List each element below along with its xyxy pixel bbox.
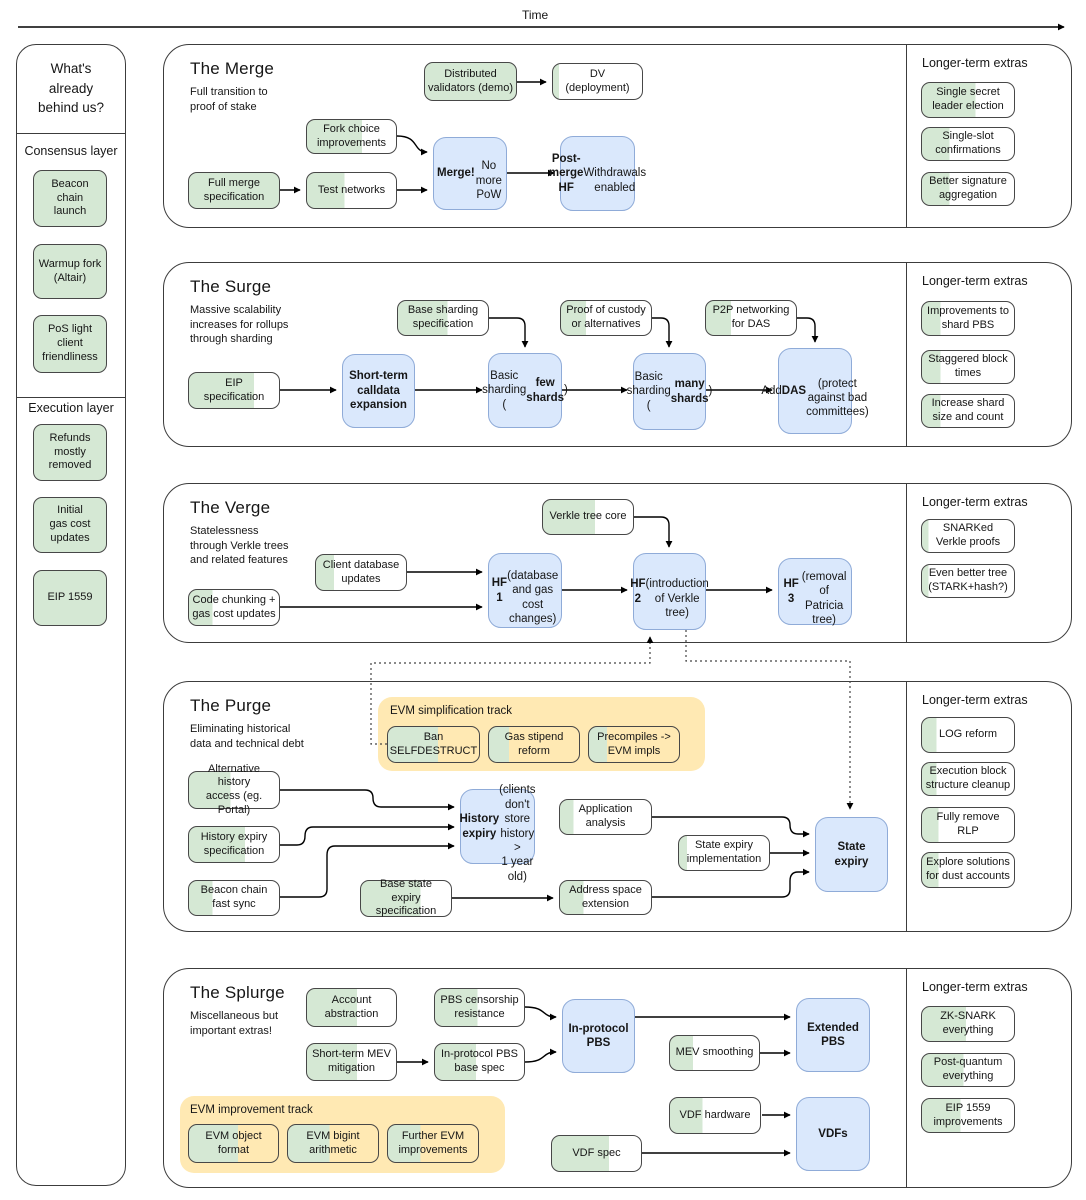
node-mev-smoothing: MEV smoothing [669,1035,760,1071]
extras-title: Longer-term extras [922,495,1028,509]
extras-title: Longer-term extras [922,274,1028,288]
node-log-reform: LOG reform [921,717,1015,753]
node-verkle-tree-core: Verkle tree core [542,499,634,535]
extras-divider [906,682,907,931]
node-even-better-tree: Even better tree(STARK+hash?) [921,564,1015,598]
node-precompiles: Precompiles ->EVM impls [588,726,680,763]
node-eip-1559: EIP 1559 [33,570,107,626]
section-the-surge [163,262,1072,447]
section-the-splurge [163,968,1072,1188]
section-the-merge [163,44,1072,228]
section-title-the-merge: The Merge [190,59,275,78]
node-vdfs: VDFs [796,1097,870,1171]
time-axis-label: Time [522,8,549,22]
track-label: EVM improvement track [190,1104,313,1116]
node-code-chunking: Code chunking +gas cost updates [188,589,280,626]
extras-divider [906,45,907,227]
extras-title: Longer-term extras [922,980,1028,994]
section-title-the-splurge: The Splurge [190,983,285,1002]
panel-divider [17,397,125,398]
section-subtitle: Full transition to proof of stake [190,86,268,113]
extras-title: Longer-term extras [922,693,1028,707]
section-subtitle: Miscellaneous but important extras! [190,1010,279,1037]
panel-divider [17,133,125,134]
node-vdf-hardware: VDF hardware [669,1097,761,1134]
section-title-the-purge: The Purge [190,696,272,715]
layer-label-consensus-layer: Consensus layer [24,144,118,158]
node-test-networks: Test networks [306,172,397,209]
track-label: EVM simplification track [390,705,513,717]
extras-divider [906,263,907,446]
node-dv: DV(deployment) [552,63,643,100]
extras-divider [906,484,907,642]
extras-divider [906,969,907,1187]
node-vdf-spec: VDF spec [551,1135,642,1172]
node-state-expiry: State expiry [815,817,888,892]
section-subtitle: Massive scalability increases for rollup… [190,304,289,346]
layer-label-execution-layer: Execution layer [28,401,114,415]
extras-title: Longer-term extras [922,56,1028,70]
node-warmup-fork: Warmup fork(Altair) [33,244,107,299]
section-title-the-surge: The Surge [190,277,272,296]
section-subtitle: Eliminating historical data and technica… [190,723,304,750]
section-subtitle: Statelessness through Verkle trees and r… [190,525,289,567]
section-title-the-verge: The Verge [190,498,271,517]
